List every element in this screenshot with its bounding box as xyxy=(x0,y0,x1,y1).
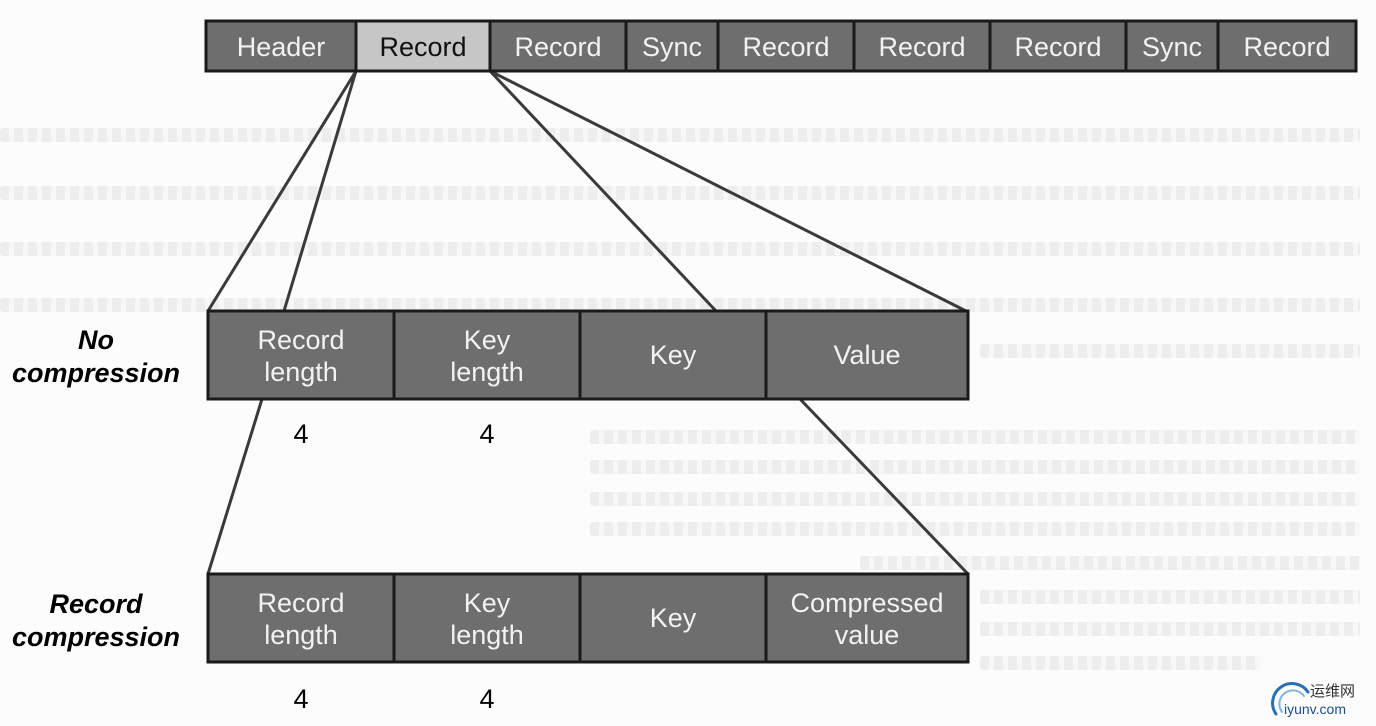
no-compression-cell-label: Record xyxy=(257,325,344,355)
top-cell-sync xyxy=(624,19,720,73)
top-cell-record xyxy=(716,19,856,73)
no-compression-cell-label: Key xyxy=(650,340,697,370)
connector-line xyxy=(489,69,967,313)
no-compression-cell-label: Key xyxy=(464,325,511,355)
top-cell-label: Header xyxy=(237,32,326,62)
record-compression-cell-label: length xyxy=(450,620,524,650)
record-compression-cell-label: Key xyxy=(650,603,697,633)
watermark-arc-icon xyxy=(1271,682,1310,716)
record-compression-row: Record compression Record length Key len… xyxy=(12,572,970,714)
connector-line xyxy=(488,69,718,313)
no-compression-label-line1: No xyxy=(78,325,114,355)
top-cell-label: Sync xyxy=(642,32,702,62)
watermark-text-top: 运维网 xyxy=(1310,682,1356,700)
top-cell-header xyxy=(204,19,358,73)
no-compression-cell-label: length xyxy=(264,357,338,387)
record-compression-label-line2: compression xyxy=(12,622,180,652)
top-cell-record xyxy=(488,19,628,73)
connector-line xyxy=(282,70,358,312)
watermark-text-bottom: iyunv.com xyxy=(1284,701,1346,717)
connector-lines xyxy=(206,69,970,576)
record-compression-cell-label: length xyxy=(264,620,338,650)
top-cell-record-highlighted xyxy=(354,19,492,73)
record-compression-cell-label: Key xyxy=(464,588,511,618)
no-compression-row: No compression Record length Key length … xyxy=(12,309,970,449)
no-compression-size-key-length: 4 xyxy=(479,419,494,449)
top-cell-record xyxy=(852,19,992,73)
top-cell-label: Record xyxy=(379,32,466,62)
top-cell-label: Record xyxy=(878,32,965,62)
record-compression-size-key-length: 4 xyxy=(479,684,494,714)
no-compression-cell-label: Value xyxy=(833,340,900,370)
top-cell-label: Record xyxy=(742,32,829,62)
top-cell-label: Sync xyxy=(1142,32,1202,62)
top-row: Header Record Record Sync Record Record … xyxy=(204,19,1358,73)
connector-line xyxy=(798,397,970,576)
no-compression-size-record-length: 4 xyxy=(293,419,308,449)
top-cell-label: Record xyxy=(514,32,601,62)
record-compression-cell-label: value xyxy=(835,620,900,650)
no-compression-label-line2: compression xyxy=(12,358,180,388)
record-compression-cell-label: Compressed xyxy=(790,588,943,618)
no-compression-cell-value xyxy=(764,309,970,401)
record-compression-cell-label: Record xyxy=(257,588,344,618)
record-compression-size-record-length: 4 xyxy=(293,684,308,714)
no-compression-cell-key xyxy=(578,309,768,401)
top-cell-record xyxy=(988,19,1128,73)
top-cell-sync xyxy=(1124,19,1220,73)
no-compression-cell-label: length xyxy=(450,357,524,387)
no-compression-cell-key-length xyxy=(392,309,582,401)
record-compression-cell-compressed-value xyxy=(764,572,970,664)
watermark-logo: 运维网 iyunv.com xyxy=(1270,676,1374,722)
record-compression-label-line1: Record xyxy=(49,589,143,619)
connector-line xyxy=(206,70,358,312)
connector-line xyxy=(206,398,264,575)
top-cell-label: Record xyxy=(1243,32,1330,62)
top-cell-label: Record xyxy=(1014,32,1101,62)
top-cell-record xyxy=(1216,19,1358,73)
